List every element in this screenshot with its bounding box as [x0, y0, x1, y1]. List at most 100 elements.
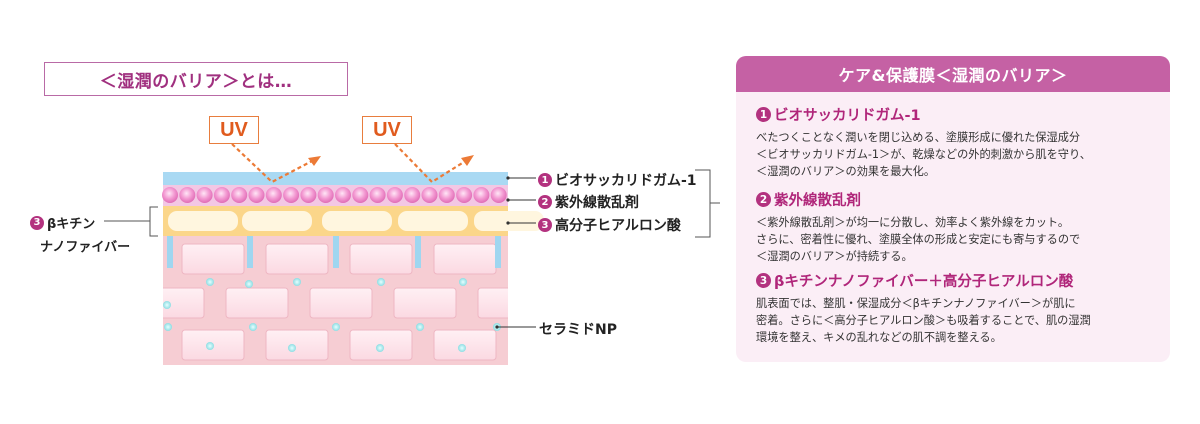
uv-label-2: UV — [362, 116, 412, 144]
ceramide-dot — [377, 278, 385, 286]
chitin-label-line2: ナノファイバー — [40, 240, 131, 255]
ceramide-dot — [206, 342, 214, 350]
biosaccharide-layer — [163, 172, 508, 185]
bead — [317, 187, 334, 203]
section-body: べたつくことなく潤いを閉じ込める、塗膜形成に優れた保湿成分 ＜ビオサッカリドガム… — [756, 131, 1091, 178]
number-badge-2: 2 — [756, 192, 771, 207]
bead — [300, 187, 317, 203]
hyaluronic-pill — [242, 211, 312, 231]
hyaluronic-pill — [474, 211, 544, 231]
ceramide-dot — [249, 323, 257, 331]
panel-section-3: 3 βキチンナノファイバー＋高分子ヒアルロン酸 肌表面では、整肌・保湿成分＜βキ… — [756, 270, 1156, 346]
skin-layer-diagram — [104, 143, 720, 365]
ceramide-dot — [459, 278, 467, 286]
ceramide-dot — [163, 301, 171, 309]
ceramide-dot — [293, 278, 301, 286]
layer-label-text: 紫外線散乱剤 — [555, 195, 639, 211]
section-title: 1 ビオサッカリドガム-1 — [756, 104, 1156, 125]
bead — [352, 187, 369, 203]
skin-cell — [309, 287, 373, 319]
bead — [162, 187, 178, 203]
skin-cell — [265, 243, 329, 275]
layer-label-text: ビオサッカリドガム-1 — [555, 173, 697, 189]
bead — [456, 187, 473, 203]
uv-arrow-1 — [231, 143, 315, 184]
bead — [196, 187, 213, 203]
fiber-bar — [415, 236, 421, 268]
number-badge-3: 3 — [30, 215, 44, 230]
skin-cell — [163, 287, 205, 319]
chitin-bracket — [149, 206, 158, 237]
layer-label-hyaluronic: 3 高分子ヒアルロン酸 — [538, 215, 681, 235]
chitin-label-line1: βキチン — [47, 217, 96, 232]
diagram-title: ＜湿潤のバリア＞とは… — [44, 62, 348, 96]
skin-cell — [225, 287, 289, 319]
layer-label-text: 高分子ヒアルロン酸 — [555, 218, 681, 234]
panel-section-1: 1 ビオサッカリドガム-1 べたつくことなく潤いを閉じ込める、塗膜形成に優れた保… — [756, 104, 1156, 180]
skin-cell — [349, 243, 413, 275]
uv-scatter-beads — [162, 187, 507, 203]
skin-cell — [181, 243, 245, 275]
ceramide-dot — [288, 344, 296, 352]
fiber-bar — [333, 236, 339, 268]
hyaluronic-pill — [168, 211, 238, 231]
bead — [283, 187, 300, 203]
bead — [473, 187, 490, 203]
skin-cell — [477, 287, 508, 319]
ceramide-dot — [416, 323, 424, 331]
panel-section-2: 2 紫外線散乱剤 ＜紫外線散乱剤＞が均一に分散し、効率よく紫外線をカット。 さら… — [756, 189, 1156, 265]
fiber-bar — [495, 236, 501, 268]
section-title: 3 βキチンナノファイバー＋高分子ヒアルロン酸 — [756, 270, 1156, 291]
section-title-text: 紫外線散乱剤 — [774, 193, 861, 209]
ceramide-dot — [332, 323, 340, 331]
bead — [248, 187, 265, 203]
skin-cell — [433, 243, 497, 275]
bead — [335, 187, 351, 203]
bead — [490, 187, 507, 203]
ceramide-dot — [458, 344, 466, 352]
skin-cell — [433, 329, 497, 361]
bead — [404, 187, 421, 203]
hyaluronic-acid-pills — [168, 211, 544, 231]
bead — [369, 187, 386, 203]
bead — [213, 187, 230, 203]
ceramide-label: セラミドNP — [539, 322, 617, 338]
section-title-text: ビオサッカリドガム-1 — [774, 108, 921, 124]
bead — [421, 187, 438, 203]
uv-arrowhead-1 — [308, 156, 321, 166]
section-body: 肌表面では、整肌・保湿成分＜βキチンナノファイバー＞が肌に 密着。さらに＜高分子… — [756, 297, 1091, 344]
number-badge-1: 1 — [756, 107, 771, 122]
layer-label-biosaccharide: 1 ビオサッカリドガム-1 — [538, 170, 697, 190]
uv-arrow-2 — [394, 143, 468, 184]
number-badge-3: 3 — [538, 218, 552, 232]
layer-label-uv-scatter: 2 紫外線散乱剤 — [538, 192, 639, 212]
section-title-text: βキチンナノファイバー＋高分子ヒアルロン酸 — [774, 274, 1074, 290]
ceramide-dot — [245, 280, 253, 288]
fiber-bar — [167, 236, 173, 268]
ceramide-dot — [206, 278, 214, 286]
hyaluronic-pill — [322, 211, 392, 231]
bead — [438, 187, 455, 203]
number-badge-2: 2 — [538, 195, 552, 209]
fiber-bar — [247, 236, 253, 268]
section-body: ＜紫外線散乱剤＞が均一に分散し、効率よく紫外線をカット。 さらに、密着性に優れ、… — [756, 216, 1081, 263]
ceramide-dot — [164, 323, 172, 331]
bead — [179, 187, 196, 203]
hyaluronic-pill — [398, 211, 468, 231]
uv-arrowhead-2 — [461, 155, 474, 166]
chitin-label: 3 βキチン — [30, 213, 95, 232]
number-badge-3: 3 — [756, 273, 771, 288]
skin-cell — [518, 244, 580, 274]
ceramide-dots — [163, 278, 501, 352]
info-panel: ケア&保護膜＜湿潤のバリア＞ 1 ビオサッカリドガム-1 べたつくことなく潤いを… — [736, 56, 1170, 362]
bead — [386, 187, 403, 203]
ceramide-dot — [376, 344, 384, 352]
section-title: 2 紫外線散乱剤 — [756, 189, 1156, 210]
skin-cell — [393, 287, 457, 319]
panel-bracket — [695, 169, 720, 238]
uv-label-1: UV — [209, 116, 259, 144]
skin-cell — [265, 329, 329, 361]
bead — [265, 187, 282, 203]
number-badge-1: 1 — [538, 173, 552, 187]
fiber-bars — [167, 236, 501, 268]
